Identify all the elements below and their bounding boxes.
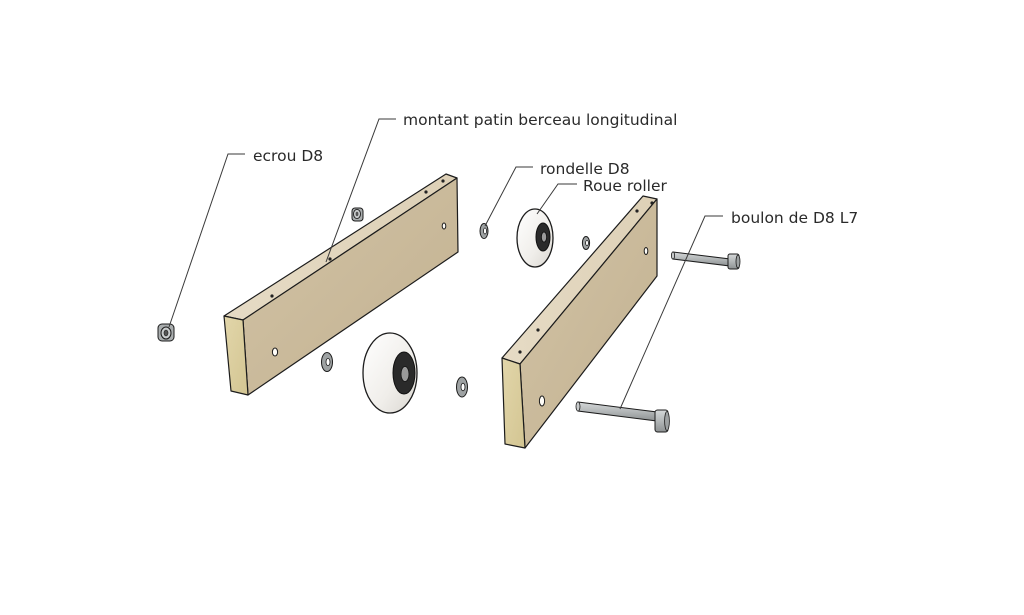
- left-board: [223, 173, 459, 396]
- washer-behind-upper-wheel: [581, 236, 591, 250]
- right-board-hole: [643, 247, 649, 255]
- label-montant: montant patin berceau longitudinal: [403, 111, 677, 129]
- label-boulon: boulon de D8 L7: [731, 209, 858, 227]
- bolt-upper: [671, 251, 741, 270]
- label-rondelle: rondelle D8: [540, 160, 630, 178]
- washer-near-lower-wheel: [321, 352, 333, 372]
- right-board-top-hole: [518, 350, 522, 354]
- wheel-bearing: [541, 231, 548, 243]
- leader-ecrou: [168, 153, 245, 328]
- right-board: [501, 195, 658, 449]
- nut-left: [157, 323, 175, 342]
- left-board-end-face: [223, 315, 249, 396]
- right-board-top-hole: [650, 201, 654, 205]
- right-board-top-hole: [635, 209, 639, 213]
- roller-wheel-upper: [516, 208, 554, 268]
- label-ecrou: ecrou D8: [253, 147, 323, 165]
- leader-boulon: [619, 215, 723, 410]
- left-board-top-hole: [441, 179, 445, 183]
- left-board-top-hole: [270, 294, 274, 298]
- washer-near-upper-wheel: [479, 223, 489, 239]
- leader-rondelle: [484, 166, 533, 227]
- wheel-bearing: [400, 366, 410, 382]
- left-board-top-hole: [328, 257, 332, 261]
- roller-wheel-lower: [362, 332, 418, 414]
- nut-upper: [351, 207, 364, 222]
- right-board-top-hole: [536, 328, 540, 332]
- washer-behind-lower-wheel: [456, 376, 468, 398]
- label-roue: Roue roller: [583, 177, 668, 195]
- right-board-end-face: [501, 357, 526, 449]
- leader-roue: [536, 183, 577, 215]
- bolt-lower: [575, 401, 670, 433]
- callout-leaders: [168, 118, 723, 410]
- left-board-hole: [441, 222, 447, 230]
- left-board-top-hole: [424, 190, 428, 194]
- left-board-hole: [271, 347, 279, 357]
- leader-montant: [325, 118, 396, 263]
- right-board-hole: [538, 395, 546, 407]
